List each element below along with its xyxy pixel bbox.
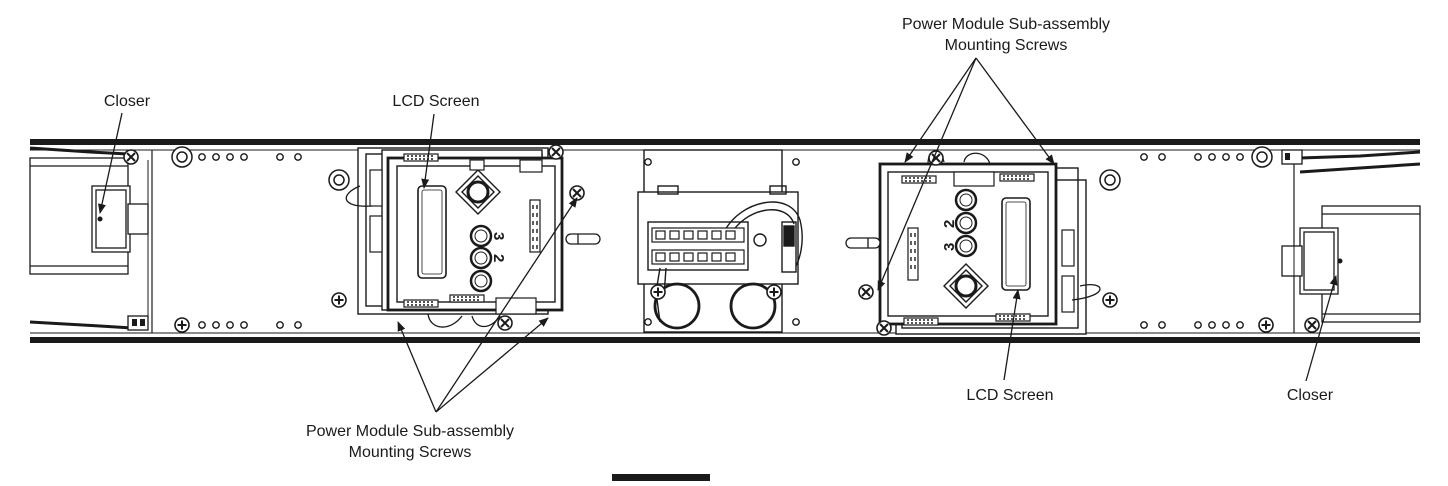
button-left-1: [469, 269, 493, 293]
button-right-1: [954, 188, 978, 212]
leader-power-top-b: [877, 57, 977, 291]
screw-right-bottom-left-icon: [876, 320, 892, 336]
leader-lines: [98, 57, 1338, 413]
label-power-module-top-line1: Power Module Sub-assembly: [901, 16, 1111, 33]
control-module-right: 2 3: [845, 150, 1101, 336]
bottom-rail: [30, 332, 1420, 343]
button-right-2: [954, 211, 978, 235]
digit-right-3: 3: [941, 243, 958, 251]
left-side-tab: [565, 233, 601, 245]
leader-lcd-left: [421, 113, 435, 189]
closer-left-pivot: [97, 216, 103, 222]
label-power-module-bottom-line1: Power Module Sub-assembly: [305, 423, 515, 440]
terminal-block-center: [651, 227, 745, 265]
label-lcd-screen-left: LCD Screen: [392, 93, 480, 110]
connectors-left: [369, 153, 543, 315]
digit-left-2: 2: [490, 254, 507, 262]
footer-rule: [612, 474, 710, 481]
connectors-right: [901, 171, 1075, 326]
lcd-screen-left: [417, 185, 447, 279]
closer-left: [29, 146, 149, 331]
screw-left-right-icon: [569, 185, 585, 201]
leader-power-top-c: [975, 57, 1055, 165]
leader-lcd-right: [1003, 289, 1021, 381]
right-side-tab: [845, 237, 881, 249]
closer-right-pivot: [1337, 258, 1343, 264]
digit-left-3: 3: [490, 232, 507, 240]
closer-left-screw-icon: [123, 149, 139, 165]
control-module-left: 3 2: [345, 144, 601, 331]
closer-right-screw-icon: [1304, 317, 1320, 333]
leader-power-top-a: [904, 57, 977, 163]
top-rail: [30, 139, 1420, 151]
screw-right-left-icon: [858, 284, 874, 300]
label-lcd-screen-right: LCD Screen: [966, 387, 1054, 404]
plate-holes-left: [171, 146, 350, 333]
button-left-2: [469, 246, 493, 270]
button-left-3: [469, 224, 493, 248]
closer-right: [1281, 149, 1421, 323]
leader-power-bottom-b: [435, 197, 578, 413]
leader-closer-right: [1305, 275, 1338, 382]
label-closer-left: Closer: [103, 93, 151, 110]
digit-right-2: 2: [941, 220, 958, 228]
label-power-module-top-line2: Mounting Screws: [944, 37, 1068, 54]
label-closer-right: Closer: [1286, 387, 1334, 404]
screw-left-bottom-icon: [497, 315, 513, 331]
leader-closer-left: [98, 112, 123, 214]
keypad-right: [943, 263, 989, 309]
screw-left-top-right-icon: [548, 144, 564, 160]
button-right-3: [954, 234, 978, 258]
leader-power-bottom-c: [435, 317, 549, 413]
plate-holes-right: [1099, 146, 1274, 333]
label-power-module-bottom-line2: Mounting Screws: [348, 444, 472, 461]
leader-power-bottom-a: [397, 321, 437, 413]
keypad-left: [455, 169, 501, 215]
